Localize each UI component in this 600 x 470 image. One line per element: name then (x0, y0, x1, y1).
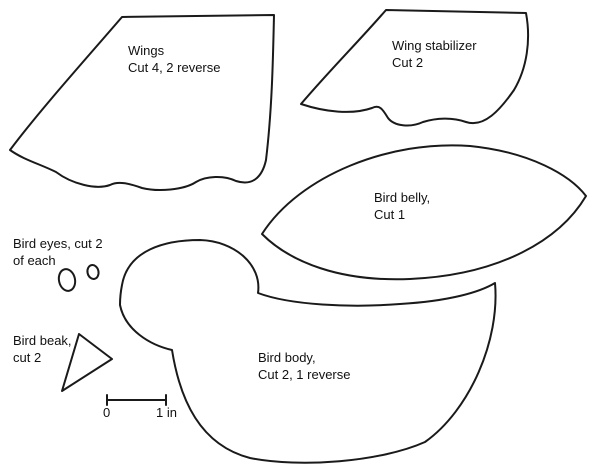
scale-bar-start-label: 0 (103, 405, 111, 420)
wing-stabilizer-outline (300, 9, 530, 127)
bird-eyes-line1: Bird eyes, cut 2 (13, 236, 103, 251)
scale-bar-end-label: 1 in (156, 405, 177, 420)
bird-beak-outline (61, 333, 113, 392)
wings-instruction: Cut 4, 2 reverse (128, 60, 221, 75)
bird-belly-outline (261, 144, 587, 281)
bird-beak-line1: Bird beak, (13, 333, 72, 348)
wing-stabilizer-instruction: Cut 2 (392, 55, 424, 70)
wings-outline (9, 14, 275, 191)
large-eye-outline (57, 268, 77, 292)
small-eye-outline (86, 264, 100, 280)
wing-stabilizer-name: Wing stabilizer (392, 38, 477, 53)
bird-belly-name: Bird belly, (374, 190, 431, 205)
bird-beak-line2: cut 2 (13, 350, 42, 365)
bird-eyes-line2: of each (13, 253, 56, 268)
bird-beak-label: Bird beak, cut 2 (13, 332, 72, 366)
bird-body-label: Bird body, Cut 2, 1 reverse (258, 349, 351, 383)
bird-body-name: Bird body, (258, 350, 316, 365)
wing-stabilizer-label: Wing stabilizer Cut 2 (392, 37, 477, 71)
scale-bar (106, 394, 167, 406)
bird-belly-label: Bird belly, Cut 1 (374, 189, 430, 223)
wings-name: Wings (128, 43, 165, 58)
wings-label: Wings Cut 4, 2 reverse (128, 42, 221, 76)
bird-eyes-label: Bird eyes, cut 2 of each (13, 235, 103, 269)
bird-body-instruction: Cut 2, 1 reverse (258, 367, 351, 382)
bird-belly-instruction: Cut 1 (374, 207, 406, 222)
bird-body-outline (119, 239, 497, 464)
